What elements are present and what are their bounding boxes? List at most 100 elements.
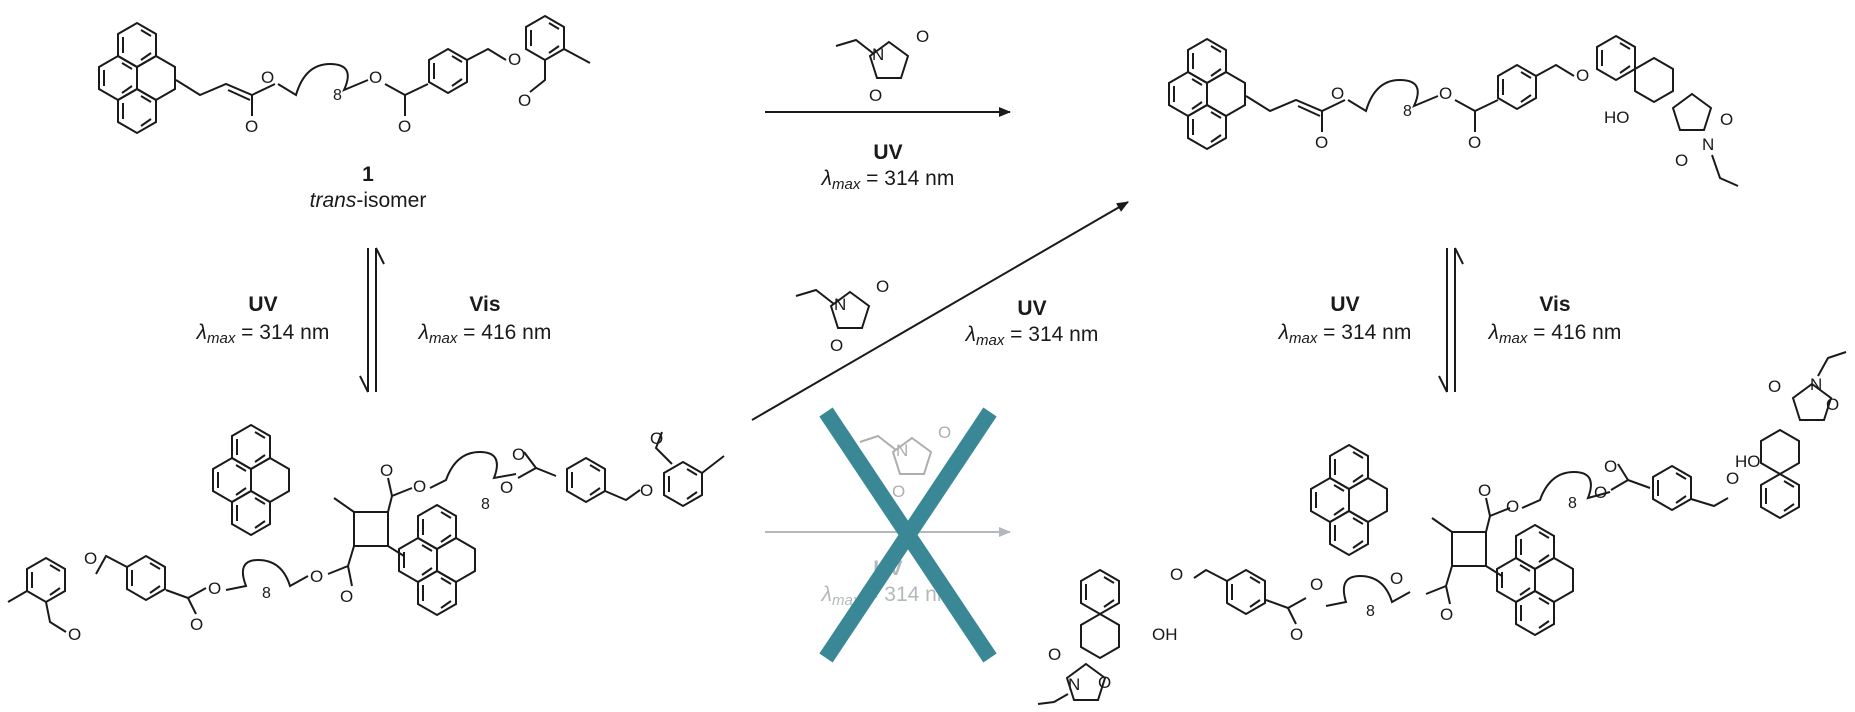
lambda-sub: max <box>832 592 861 609</box>
uv-label-top: UV <box>873 141 903 164</box>
uv-value: = 314 nm <box>860 167 955 190</box>
oxygen-label: O <box>380 461 393 480</box>
oxygen-label: O <box>1048 645 1061 664</box>
lambda-sub: max <box>1289 330 1318 347</box>
oxygen-label: O <box>1170 565 1183 584</box>
vis-value: = 416 nm <box>457 321 552 344</box>
oxygen-label: O <box>1478 481 1491 500</box>
chain-repeat-label: 8 <box>1403 103 1412 120</box>
vis-value: = 416 nm <box>1527 321 1622 344</box>
maleimide-reagent-top: N O O <box>835 27 929 105</box>
oxygen-label: O <box>640 481 653 500</box>
oxygen-label: O <box>1768 377 1781 396</box>
chain-repeat-label: 8 <box>333 87 342 104</box>
chain-repeat-label: 8 <box>1568 495 1577 512</box>
nitrogen-label: N <box>1702 135 1714 154</box>
chain-repeat-label: 8 <box>262 585 271 602</box>
nitrogen-label: N <box>834 295 846 314</box>
equilibrium-arrows-left <box>359 247 385 393</box>
maleimide-reagent-blocked: N O O <box>859 423 951 501</box>
oxygen-label: O <box>869 86 882 105</box>
oxygen-label: O <box>1390 569 1403 588</box>
vis-lambda-left: λmax = 416 nm <box>419 320 552 348</box>
oxygen-label: O <box>1594 483 1607 502</box>
vis-label-right: Vis <box>1539 293 1571 316</box>
oxygen-label: O <box>1315 133 1328 152</box>
oxygen-label: O <box>500 478 513 497</box>
oxygen-label: O <box>1468 133 1481 152</box>
nitrogen-label: N <box>1068 675 1080 694</box>
lambda-symbol: λ <box>1278 321 1290 344</box>
oxygen-label: O <box>916 27 929 46</box>
uv-lambda-diagonal: λmax = 314 nm <box>966 322 1099 350</box>
oxygen-label: O <box>938 423 951 442</box>
cyclobutane-dimer-structure: O O 8 O O O O O O 8 O O O O <box>7 425 725 644</box>
oxygen-label: O <box>1720 110 1733 129</box>
oxygen-label: O <box>245 117 258 136</box>
vis-lambda-right: λmax = 416 nm <box>1489 320 1622 348</box>
oxygen-label: O <box>261 68 274 87</box>
uv-label-left: UV <box>248 293 278 316</box>
isomer-italic: trans <box>309 189 357 212</box>
oxygen-label: O <box>1576 66 1589 85</box>
oxygen-label: O <box>1826 395 1839 414</box>
uv-value: = 314 nm <box>1004 323 1099 346</box>
oxygen-label: O <box>68 625 81 644</box>
oxygen-label: O <box>1439 84 1452 103</box>
uv-label-blocked: UV <box>873 557 903 580</box>
oxygen-label: O <box>1310 575 1323 594</box>
lambda-symbol: λ <box>196 321 208 344</box>
dimer-adduct-structure: O O 8 O O O HO O O N O O 8 O O O OH <box>1037 351 1847 705</box>
lambda-symbol: λ <box>1488 321 1500 344</box>
oxygen-label: O <box>1331 84 1344 103</box>
oxygen-label: O <box>1440 605 1453 624</box>
chain-repeat-label: 8 <box>1366 603 1375 620</box>
oxygen-label: O <box>508 50 521 69</box>
oxygen-label: O <box>84 549 97 568</box>
oxygen-label: O <box>518 91 531 110</box>
lambda-sub: max <box>207 330 236 347</box>
oxygen-label: O <box>512 445 525 464</box>
compound-1-structure: O O 8 O O O O <box>99 15 591 136</box>
hydroxyl-label: HO <box>1604 108 1630 127</box>
uv-value: = 314 nm <box>860 583 955 606</box>
vis-label-left: Vis <box>469 293 501 316</box>
oxygen-label: O <box>1604 457 1617 476</box>
lambda-symbol: λ <box>821 583 833 606</box>
oxygen-label: O <box>892 482 905 501</box>
uv-lambda-right: λmax = 314 nm <box>1279 320 1412 348</box>
uv-lambda-top: λmax = 314 nm <box>822 166 955 194</box>
lambda-sub: max <box>976 332 1005 349</box>
arrow-diagonal-reaction <box>751 201 1129 421</box>
oxygen-label: O <box>1290 625 1303 644</box>
nitrogen-label: N <box>872 45 884 64</box>
oxygen-label: O <box>208 579 221 598</box>
chain-repeat-label: 8 <box>481 496 490 513</box>
lambda-symbol: λ <box>821 167 833 190</box>
oxygen-label: O <box>876 277 889 296</box>
equilibrium-arrows-right <box>1438 247 1464 393</box>
lambda-sub: max <box>832 176 861 193</box>
photoadduct-structure: O O 8 O O O HO O O N <box>1169 35 1739 187</box>
oxygen-label: O <box>190 615 203 634</box>
hydroxyl-right-label: OH <box>1152 625 1178 644</box>
uv-label-right: UV <box>1330 293 1360 316</box>
oxygen-label: O <box>1098 673 1111 692</box>
nitrogen-label: N <box>896 441 908 460</box>
uv-lambda-blocked: λmax = 314 nm <box>822 582 955 610</box>
oxygen-label: O <box>1726 469 1739 488</box>
uv-value: = 314 nm <box>235 321 330 344</box>
oxygen-label: O <box>830 336 843 355</box>
isomer-rest: -isomer <box>356 189 427 212</box>
hydroxyl-label: HO <box>1735 452 1761 471</box>
uv-label-diagonal: UV <box>1017 297 1047 320</box>
maleimide-reagent-middle: N O O <box>795 277 889 355</box>
oxygen-label: O <box>1506 497 1519 516</box>
oxygen-label: O <box>398 117 411 136</box>
lambda-sub: max <box>1499 330 1528 347</box>
oxygen-label: O <box>369 68 382 87</box>
oxygen-label: O <box>310 567 323 586</box>
compound-isomer-label: trans-isomer <box>310 188 427 214</box>
nitrogen-label: N <box>1810 375 1822 394</box>
